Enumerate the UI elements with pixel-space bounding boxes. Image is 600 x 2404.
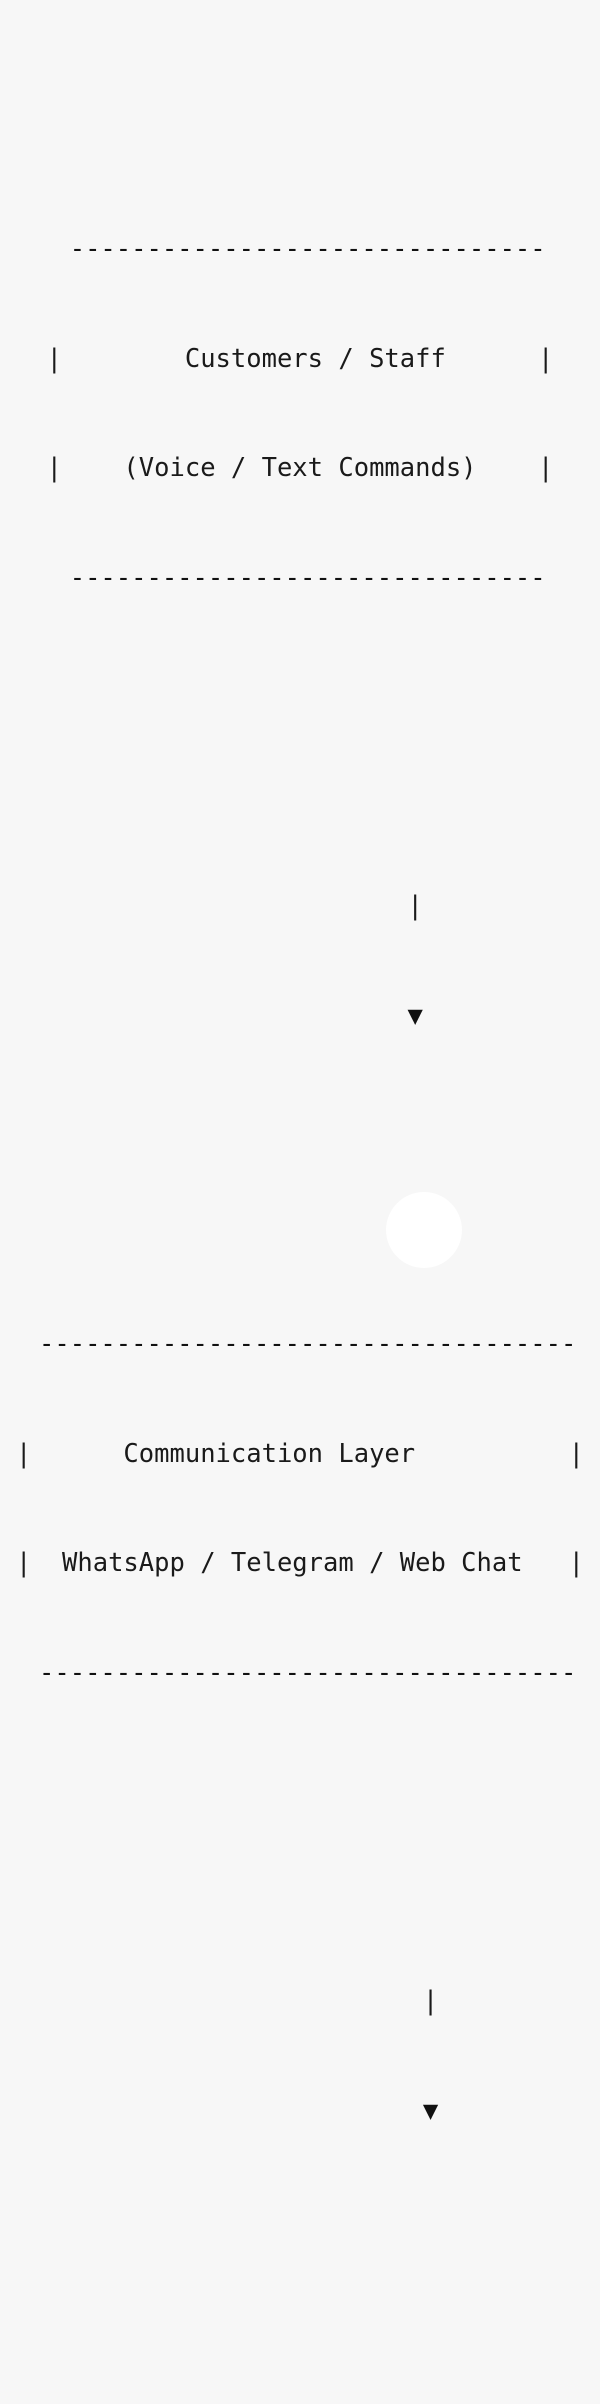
node-communication-layer: ----------------------------------- | Co… [0,1253,600,1764]
connector-stem: | [177,891,423,921]
node-customers-staff: ------------------------------- | Custom… [0,158,600,669]
node-text-line: | (Voice / Text Commands) | [46,453,554,483]
node-llm-engine: ----------------------------------- | LL… [0,2348,600,2404]
arrow-down-icon: ▼ [177,1000,423,1031]
node-text-line: | Customers / Staff | [46,343,554,374]
node-top-border: ------------------------------- [54,234,546,264]
node-bottom-border: ----------------------------------- [23,1657,577,1688]
node-text-line: | WhatsApp / Telegram / Web Chat | [15,1548,585,1578]
node-bottom-border: ------------------------------- [54,562,546,593]
arrow-down-icon: ▼ [161,2095,439,2126]
node-top-border: ----------------------------------- [23,1329,577,1359]
node-text-line: | Communication Layer | [15,1438,585,1469]
connector-1: | ▼ [0,815,600,1107]
connector-2: | ▼ [0,1910,600,2202]
connector-stem: | [161,1986,439,2016]
